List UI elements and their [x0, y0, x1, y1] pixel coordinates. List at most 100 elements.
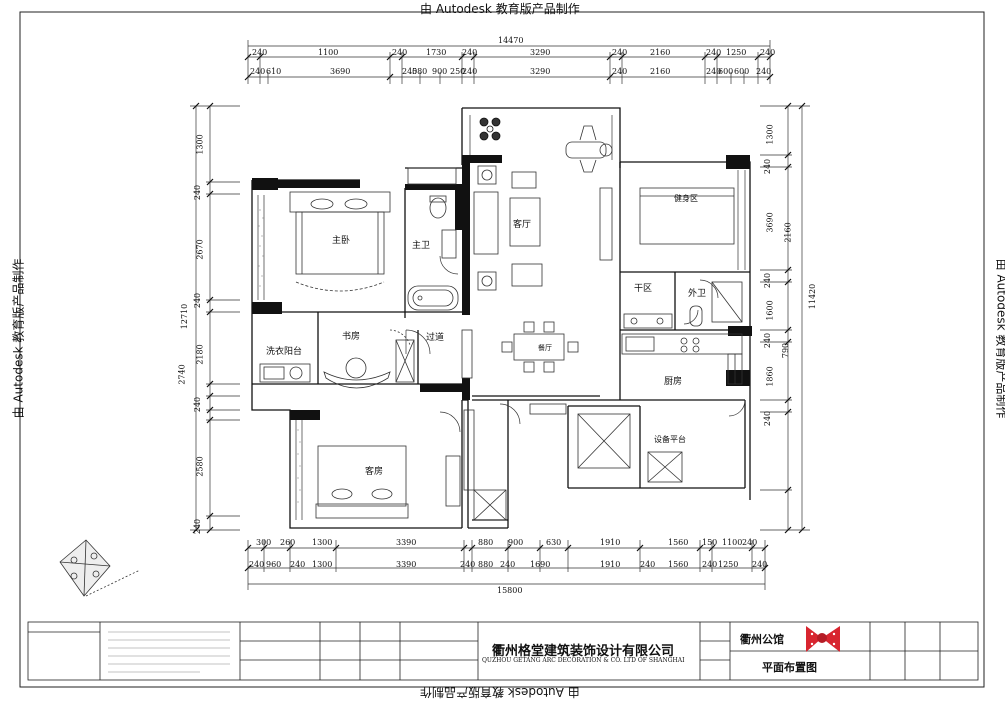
dimension-label: 1690 — [530, 560, 551, 569]
dimension-label: 3290 — [530, 67, 551, 76]
room-label-fitness: 健身区 — [674, 194, 698, 203]
room-label-living-room: 客厅 — [513, 220, 532, 230]
dimension-label: 240 — [612, 67, 628, 76]
dimension-label: 12710 — [180, 303, 190, 330]
dimension-label: 240 — [706, 48, 722, 57]
door-swings — [405, 255, 746, 433]
bottom-dimension-lines — [247, 540, 766, 590]
dimension-label: 600 — [718, 67, 734, 76]
drawing-name: 平面布置图 — [762, 661, 817, 674]
dimension-label: 14470 — [498, 36, 524, 45]
dimension-label: 2160 — [650, 67, 671, 76]
dimension-label: 240 — [500, 560, 516, 569]
dimension-label: 880 — [478, 538, 494, 547]
dimension-label: 600 — [734, 67, 750, 76]
guest-bed — [315, 445, 461, 519]
top-dimension-ticks — [244, 53, 774, 81]
room-label-dining: 餐厅 — [538, 344, 552, 352]
dimension-label: 240 — [193, 184, 203, 201]
dimension-label: 900 — [432, 67, 448, 76]
laundry-fixtures — [259, 363, 311, 383]
room-label-master-bedroom: 主卧 — [332, 236, 351, 246]
dimension-label: 240 — [193, 292, 203, 309]
living-furniture — [473, 125, 613, 291]
watermark-left: 由 Autodesk 教育版产品制作 — [11, 258, 26, 419]
dimension-label: 3690 — [765, 212, 775, 233]
dimension-label: 3290 — [530, 48, 551, 57]
left-dimension-lines — [190, 105, 240, 531]
dimension-label: 240 — [462, 48, 478, 57]
dimension-label: 240 — [702, 560, 718, 569]
left-dimension-ticks — [192, 102, 214, 534]
title-block-fine-print — [108, 631, 230, 673]
dimension-label: 900 — [508, 538, 524, 547]
dimension-label: 1300 — [312, 538, 333, 547]
dimension-label: 1910 — [600, 560, 621, 569]
dimension-label: 11420 — [808, 283, 818, 310]
dimension-label: 240 — [193, 518, 203, 535]
decorative-plants — [479, 117, 501, 141]
room-label-laundry-balcony: 洗衣阳台 — [266, 347, 303, 357]
dining-set — [501, 321, 579, 373]
room-label-corridor: 过道 — [426, 333, 445, 343]
study-furniture — [323, 329, 415, 389]
fitness-equipment — [639, 187, 735, 245]
master-bath-fixtures — [407, 167, 459, 311]
dimension-label: 1560 — [668, 560, 689, 569]
dimension-label: 260 — [280, 538, 296, 547]
dimension-label: 240 — [763, 410, 773, 427]
kitchen-fixtures — [621, 333, 743, 385]
dimension-label: 2580 — [195, 456, 205, 477]
dimension-label: 1560 — [668, 538, 689, 547]
dimension-label: 240 — [193, 396, 203, 413]
dimension-label: 3390 — [396, 538, 417, 547]
room-label-guest-room: 客房 — [365, 467, 384, 477]
dimension-label: 240 — [460, 560, 476, 569]
right-dimension-ticks — [784, 102, 806, 534]
dimension-label: 300 — [256, 538, 272, 547]
dimension-label: 1250 — [718, 560, 739, 569]
dimension-label: 1300 — [195, 134, 205, 155]
room-label-study: 书房 — [342, 332, 361, 342]
dimension-label: 240 — [290, 560, 306, 569]
watermark-right: 由 Autodesk 教育版产品制作 — [994, 259, 1005, 419]
dimension-label: 580 — [412, 67, 428, 76]
bay-window-hatch — [258, 209, 301, 503]
title-block — [27, 621, 979, 681]
dimension-label: 240 — [756, 67, 772, 76]
bottom-dimension-ticks — [244, 544, 769, 572]
master-bed — [289, 191, 391, 292]
dimension-label: 880 — [478, 560, 494, 569]
dimension-label: 1300 — [765, 124, 775, 145]
window-lines — [257, 115, 746, 520]
company-name-en: QUZHOU GETANG ARC DECORATION & CO. LTD O… — [482, 657, 685, 664]
dimension-label: 15800 — [497, 586, 523, 595]
watermark-bottom: 由 Autodesk 教育版产品制作 — [420, 685, 580, 699]
dimension-label: 3690 — [330, 67, 351, 76]
dimension-label: 960 — [266, 560, 282, 569]
dimension-label: 790 — [781, 342, 791, 359]
dimension-label: 1910 — [600, 538, 621, 547]
drawing-border — [19, 11, 985, 688]
dimension-label: 240 — [640, 560, 656, 569]
dimension-label: 250 — [450, 67, 466, 76]
bath-fixtures — [623, 281, 743, 329]
right-dimension-lines — [760, 105, 810, 531]
dimension-label: 1300 — [312, 560, 333, 569]
dimension-label: 240 — [612, 48, 628, 57]
dimension-label: 3390 — [396, 560, 417, 569]
company-name-cn: 衢州格堂建筑装饰设计有限公司 — [492, 644, 675, 659]
walls — [251, 107, 751, 529]
dimension-label: 2160 — [783, 222, 793, 243]
compass-symbol — [59, 539, 141, 597]
room-label-dry-area: 干区 — [634, 284, 653, 294]
bow-logo — [806, 626, 840, 652]
dimension-label: 240 — [706, 67, 722, 76]
room-label-master-bath: 主卫 — [412, 241, 431, 251]
watermark-top: 由 Autodesk 教育版产品制作 — [420, 2, 580, 16]
dimension-label: 240 — [742, 538, 758, 547]
dimension-label: 2160 — [650, 48, 671, 57]
dimension-label: 240 — [250, 67, 266, 76]
dimension-label: 240 — [763, 332, 773, 349]
dimension-label: 1100 — [318, 48, 339, 57]
